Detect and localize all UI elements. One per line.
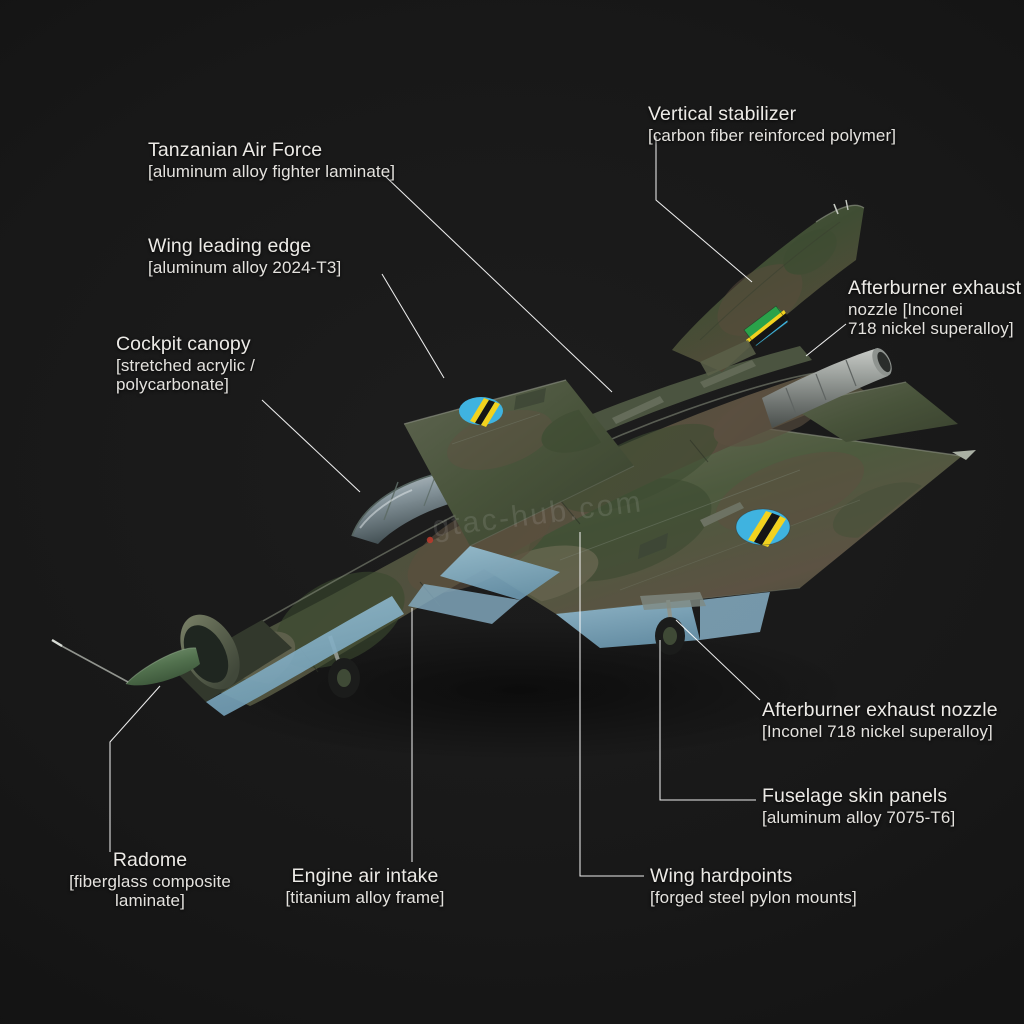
port-wing bbox=[403, 379, 635, 547]
leader-afterburner-upper bbox=[805, 323, 847, 357]
leader-fuselage-skin bbox=[659, 640, 756, 801]
empennage bbox=[672, 199, 958, 442]
leader-national-marking bbox=[384, 175, 613, 393]
main-landing-gear bbox=[640, 592, 706, 655]
tail-flag-tanzania bbox=[743, 305, 789, 349]
leader-wing-hardpoints bbox=[579, 532, 644, 877]
leader-lines bbox=[109, 136, 847, 877]
afterburner-nozzle bbox=[762, 348, 892, 428]
leader-wing-leading-edge bbox=[381, 273, 445, 379]
leader-radome bbox=[109, 685, 161, 852]
roundel-port bbox=[459, 397, 503, 427]
leader-vertical-stabilizer bbox=[655, 136, 753, 283]
radome bbox=[125, 647, 200, 686]
nose-section bbox=[51, 596, 404, 716]
leader-cockpit-canopy bbox=[261, 399, 361, 493]
nose-landing-gear bbox=[328, 635, 360, 698]
leader-afterburner-lower bbox=[675, 619, 761, 701]
roundel-starboard bbox=[735, 508, 791, 547]
